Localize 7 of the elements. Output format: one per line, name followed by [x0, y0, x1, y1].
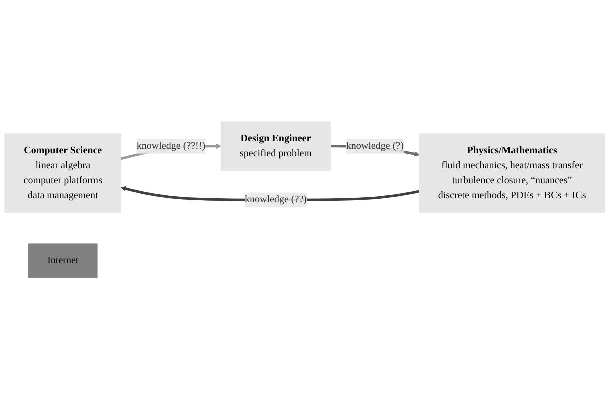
- edge-label: knowledge (?): [346, 140, 404, 152]
- node-box: Internet: [28, 244, 98, 278]
- node-box: Physics/Mathematics fluid mechanics, heat/mass transfer turbulence closure, “nuances” discrete methods, PDEs + BCs + ICs: [419, 134, 606, 214]
- node-box: Design Engineer specified problem: [220, 122, 332, 172]
- edge-label: knowledge (??): [244, 194, 307, 206]
- node-box: Computer Science linear algebra computer platforms data management: [4, 134, 122, 214]
- edge-label: knowledge (??!!): [136, 140, 206, 152]
